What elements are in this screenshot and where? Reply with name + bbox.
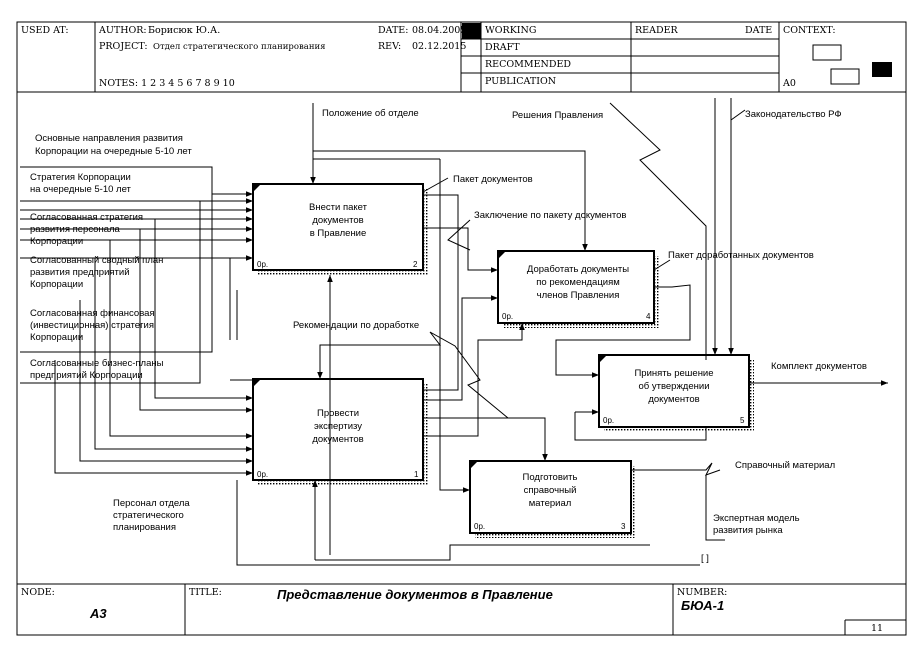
arrow-labels: Положение об отделе Решения Правления За… bbox=[30, 108, 867, 564]
box-number: 2 bbox=[413, 260, 418, 269]
label-fin-line1: Согласованная финансовая bbox=[30, 308, 155, 319]
box-label-line: членов Правления bbox=[537, 290, 620, 301]
label-personal-line1: Персонал отдела bbox=[113, 498, 190, 509]
context-box bbox=[830, 68, 860, 85]
box-label-line: материал bbox=[529, 498, 572, 509]
label-ekspert-line2: развития рынка bbox=[713, 525, 783, 536]
reader-label: READER bbox=[635, 25, 678, 36]
box-label-line: Внести пакет bbox=[309, 202, 368, 213]
label-fin-line2: (инвестиционная) стратегия bbox=[30, 320, 154, 331]
box-label-line: Подготовить bbox=[523, 472, 578, 483]
label-osn-line1: Основные направления развития bbox=[35, 133, 183, 144]
project-label: PROJECT: bbox=[99, 41, 148, 52]
box-label-line: Доработать документы bbox=[527, 264, 629, 275]
date-value: 08.04.2005 bbox=[412, 25, 466, 36]
label-rekom: Рекомендации по доработке bbox=[293, 320, 419, 331]
status-working: WORKING bbox=[485, 25, 536, 36]
rev-label: REV: bbox=[378, 41, 401, 52]
context-label: CONTEXT: bbox=[783, 25, 836, 36]
box-label-line: в Правление bbox=[310, 228, 367, 239]
activity-box-2[interactable]: Внести пакет документов в Правление 0р. … bbox=[252, 183, 428, 275]
label-sprav: Справочный материал bbox=[735, 460, 835, 471]
box-cost: 0р. bbox=[474, 522, 485, 531]
label-svod-line3: Корпорации bbox=[30, 279, 83, 290]
label-komplekt: Комплект документов bbox=[771, 361, 867, 372]
activity-box-1[interactable]: Провести экспертизу документов 0р. 1 bbox=[252, 378, 428, 485]
node-value: A3 bbox=[89, 606, 107, 621]
label-dorab-paket: Пакет доработанных документов bbox=[668, 250, 814, 261]
context-node: A0 bbox=[782, 78, 796, 89]
notes: NOTES: 1 2 3 4 5 6 7 8 9 10 bbox=[99, 78, 235, 89]
box-number: 5 bbox=[740, 416, 745, 425]
activity-box-4[interactable]: Доработать документы по рекомендациям чл… bbox=[497, 250, 659, 328]
author-value: Борисюк Ю.А. bbox=[148, 25, 220, 36]
label-fin-line3: Корпорации bbox=[30, 332, 83, 343]
box-label-line: Провести bbox=[317, 408, 359, 419]
context-box bbox=[812, 44, 842, 61]
box-label-line: справочный bbox=[524, 485, 577, 496]
used-at-label: USED AT: bbox=[21, 25, 69, 36]
date-label: DATE: bbox=[378, 25, 408, 36]
box-cost: 0р. bbox=[502, 312, 513, 321]
label-pers-line3: Корпорации bbox=[30, 236, 83, 247]
label-polozhenie: Положение об отделе bbox=[322, 108, 419, 119]
page-number: 11 bbox=[871, 623, 883, 634]
label-personal-line2: стратегического bbox=[113, 510, 184, 521]
label-ekspert-line1: Экспертная модель bbox=[713, 513, 800, 524]
label-resheniya: Решения Правления bbox=[512, 110, 603, 121]
box-label-line: по рекомендациям bbox=[536, 277, 620, 288]
box-label-line: документов bbox=[312, 434, 363, 445]
label-svod-line2: развития предприятий bbox=[30, 267, 130, 278]
label-zakl: Заключение по пакету документов bbox=[474, 210, 626, 221]
status-draft: DRAFT bbox=[485, 42, 520, 53]
label-osn-line2: Корпорации на очередные 5-10 лет bbox=[35, 146, 192, 157]
box-label-line: документов bbox=[648, 394, 699, 405]
box-label-line: Принять решение bbox=[634, 368, 713, 379]
label-tunnel: [ ] bbox=[701, 553, 709, 564]
header-block: USED AT: AUTHOR: Борисюк Ю.А. PROJECT: О… bbox=[17, 22, 906, 93]
box-cost: 0р. bbox=[257, 260, 268, 269]
node-label: NODE: bbox=[21, 587, 55, 598]
footer-block: NODE: A3 TITLE: Представление документов… bbox=[17, 583, 906, 635]
box-cost: 0р. bbox=[257, 470, 268, 479]
number-label: NUMBER: bbox=[677, 587, 727, 598]
arrows bbox=[20, 98, 888, 566]
box-label-line: документов bbox=[312, 215, 363, 226]
number-value: БЮА-1 bbox=[681, 598, 724, 613]
box-number: 4 bbox=[646, 312, 651, 321]
box-number: 3 bbox=[621, 522, 626, 531]
label-pers-line1: Согласованная стратегия bbox=[30, 212, 143, 223]
label-biz-line1: Согласованные бизнес-планы bbox=[30, 358, 164, 369]
box-label-line: об утверждении bbox=[638, 381, 709, 392]
reader-date-label: DATE bbox=[745, 25, 772, 36]
box-cost: 0р. bbox=[603, 416, 614, 425]
activity-box-3[interactable]: Подготовить справочный материал 0р. 3 bbox=[469, 460, 636, 538]
box-number: 1 bbox=[414, 470, 419, 479]
label-pers-line2: развития персонала bbox=[30, 224, 121, 235]
rev-value: 02.12.2015 bbox=[412, 41, 466, 52]
activity-box-5[interactable]: Принять решение об утверждении документо… bbox=[598, 354, 754, 432]
author-label: AUTHOR: bbox=[98, 25, 147, 36]
label-strat-line1: Стратегия Корпорации bbox=[30, 172, 131, 183]
working-marker bbox=[462, 23, 481, 39]
label-personal-line3: планирования bbox=[113, 522, 176, 533]
status-publication: PUBLICATION bbox=[485, 76, 556, 87]
status-recommended: RECOMMENDED bbox=[485, 59, 571, 70]
label-paket: Пакет документов bbox=[453, 174, 533, 185]
box-label-line: экспертизу bbox=[314, 421, 362, 432]
project-value: Отдел стратегического планирования bbox=[153, 42, 326, 52]
label-biz-line2: предприятий Корпорации bbox=[30, 370, 143, 381]
title-label: TITLE: bbox=[189, 587, 222, 598]
diagram-title: Представление документов в Правление bbox=[277, 587, 553, 602]
label-svod-line1: Согласованный сводный план bbox=[30, 255, 163, 266]
label-strat-line2: на очередные 5-10 лет bbox=[30, 184, 132, 195]
label-zakonodatelstvo: Законодательство РФ bbox=[745, 109, 842, 120]
context-box-current bbox=[872, 62, 892, 77]
